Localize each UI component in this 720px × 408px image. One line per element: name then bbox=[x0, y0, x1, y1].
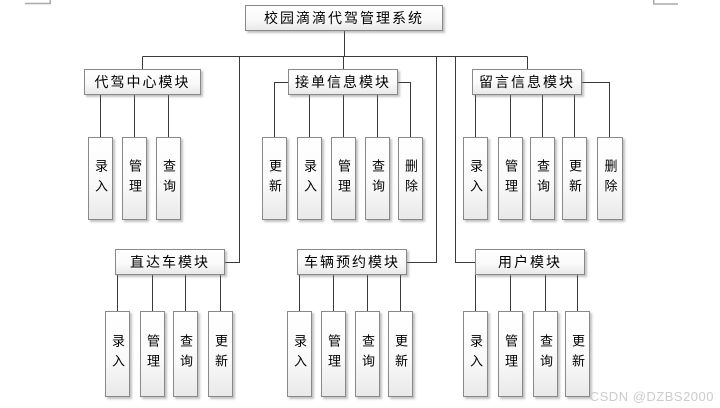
leaf-node: 查询 bbox=[533, 311, 558, 397]
leaf-node: 更新 bbox=[565, 311, 590, 397]
connector-elbow-zhidache bbox=[225, 56, 240, 263]
leaf-node: 更新 bbox=[208, 311, 233, 397]
module-liuyan-xinxi: 留言信息模块 bbox=[472, 69, 582, 95]
module-cheliang-yuyue: 车辆预约模块 bbox=[297, 249, 407, 275]
leaf-node: 录入 bbox=[463, 137, 488, 220]
leaf-node: 删除 bbox=[597, 137, 623, 220]
watermark-text: CSDN @DZBS2000 bbox=[589, 389, 714, 404]
leaf-node: 管理 bbox=[122, 137, 147, 220]
leaf-node: 管理 bbox=[140, 311, 165, 397]
leaf-node: 更新 bbox=[388, 311, 413, 397]
node-root: 校园滴滴代驾管理系统 bbox=[245, 5, 443, 31]
leaf-node: 更新 bbox=[562, 137, 587, 220]
module-zhidache: 直达车模块 bbox=[115, 249, 225, 275]
connector-leaf bbox=[274, 82, 288, 137]
leaf-node: 录入 bbox=[463, 311, 488, 397]
cropped-box-fragment-left bbox=[25, 0, 51, 5]
leaf-node: 更新 bbox=[262, 137, 287, 220]
module-jiedan-xinxi: 接单信息模块 bbox=[288, 69, 398, 95]
connector-leaf bbox=[582, 82, 610, 137]
module-yonghu: 用户模块 bbox=[475, 249, 585, 275]
cropped-box-fragment-right bbox=[653, 0, 678, 5]
leaf-node: 管理 bbox=[498, 311, 523, 397]
leaf-node: 管理 bbox=[321, 311, 346, 397]
leaf-node: 查询 bbox=[173, 311, 198, 397]
leaf-node: 删除 bbox=[398, 137, 423, 220]
leaf-node: 录入 bbox=[287, 311, 312, 397]
leaf-node: 查询 bbox=[355, 311, 380, 397]
leaf-node: 管理 bbox=[331, 137, 356, 220]
leaf-node: 管理 bbox=[498, 137, 523, 220]
connector-leaf bbox=[398, 82, 411, 137]
leaf-node: 查询 bbox=[365, 137, 390, 220]
leaf-node: 查询 bbox=[530, 137, 555, 220]
leaf-node: 录入 bbox=[88, 137, 113, 220]
leaf-node: 查询 bbox=[156, 137, 181, 220]
leaf-node: 录入 bbox=[105, 311, 130, 397]
module-daijia-center: 代驾中心模块 bbox=[84, 69, 201, 95]
leaf-node: 录入 bbox=[297, 137, 322, 220]
